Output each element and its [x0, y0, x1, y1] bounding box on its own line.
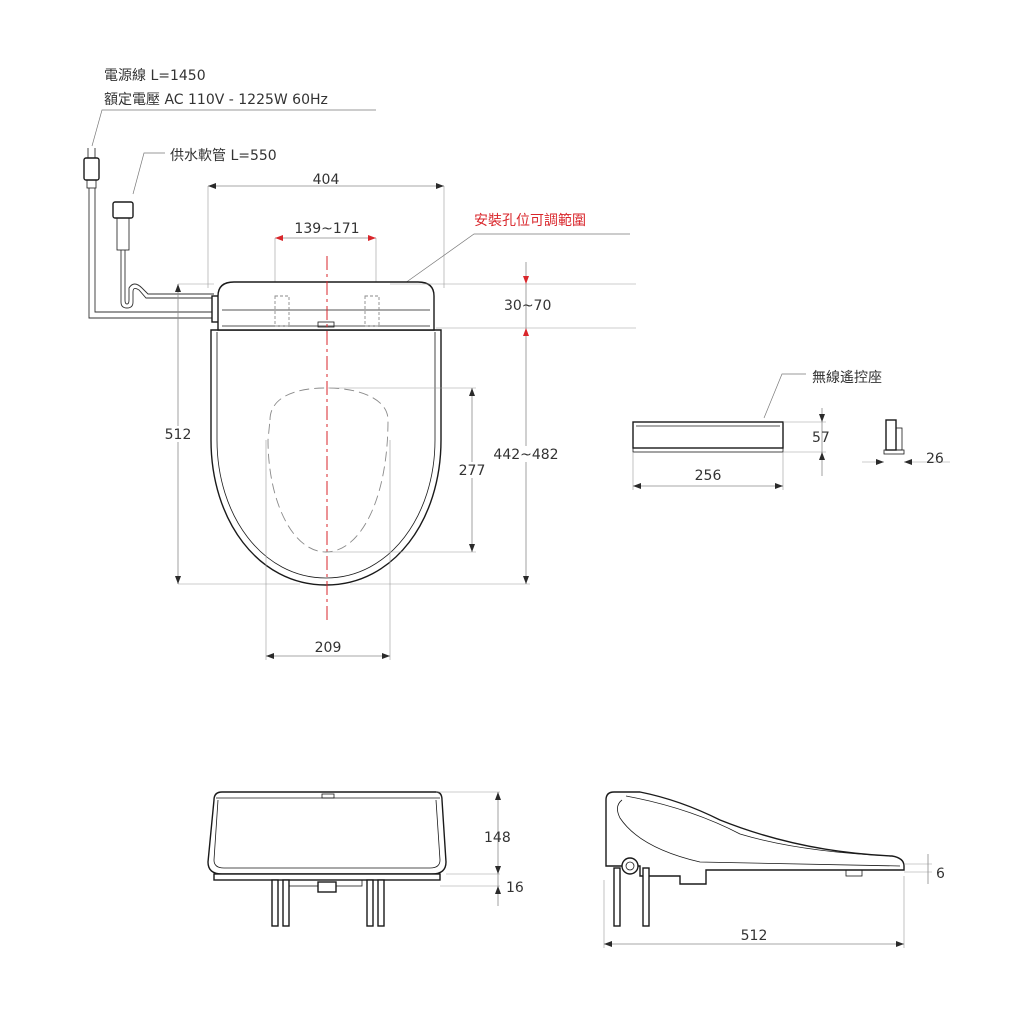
water-hose [120, 250, 214, 309]
remote-holder-leader [763, 373, 806, 419]
remote-holder-side [885, 419, 897, 451]
power-cord-leader [91, 109, 376, 147]
power-plug-icon [83, 148, 100, 189]
seat-outline [210, 329, 442, 586]
front-body [207, 791, 447, 875]
front-leg-1 [271, 879, 279, 927]
overall-length-value: 512 [165, 427, 192, 443]
power-cable [88, 188, 214, 319]
seat-opening-outline [267, 387, 389, 553]
remote-holder-label: 無線遙控座 [812, 370, 882, 386]
side-view: 6 512 [603, 791, 945, 948]
water-hose-label: 供水軟管 L=550 [170, 148, 277, 164]
front-leg-3 [366, 879, 374, 927]
top-width-value: 404 [313, 172, 340, 188]
front-view: 148 16 [207, 791, 524, 927]
hole-offset-value: 30~70 [504, 298, 551, 314]
opening-length-value: 277 [459, 463, 486, 479]
side-length-value: 512 [741, 928, 768, 944]
water-hose-callout: 供水軟管 L=550 [132, 148, 277, 195]
rear-unit [217, 281, 435, 331]
front-leg-4 [377, 879, 385, 927]
holder-depth-value: 26 [926, 451, 944, 467]
adjustable-mount-label: 安裝孔位可調範圍 [474, 212, 586, 229]
mount-slot-left [274, 295, 290, 327]
front-height-value: 148 [484, 830, 511, 846]
power-cord-label: 電源線 L=1450 [104, 68, 206, 84]
front-base-value: 16 [506, 880, 524, 896]
front-base [213, 873, 441, 881]
hole-spacing-value: 139~171 [294, 221, 359, 237]
top-view: 404 139~171 安裝孔位可調範圍 30~70 [160, 172, 636, 660]
side-leg-1 [613, 867, 621, 927]
front-leg-2 [282, 879, 290, 927]
holder-height-value: 57 [812, 430, 830, 446]
adjustable-mount-leader [383, 233, 630, 299]
water-hose-leader [132, 152, 165, 195]
side-knob [621, 857, 639, 875]
opening-width-value: 209 [315, 640, 342, 656]
remote-holder-view: 無線遙控座 57 256 26 [632, 370, 950, 490]
hose-connector-icon [112, 201, 134, 251]
seat-length-value: 442~482 [493, 447, 558, 463]
holder-width-value: 256 [695, 468, 722, 484]
rated-voltage-label: 額定電壓 AC 110V - 1225W 60Hz [104, 92, 328, 108]
power-cord-callout: 電源線 L=1450 額定電壓 AC 110V - 1225W 60Hz [91, 68, 376, 147]
side-thickness-value: 6 [936, 866, 945, 882]
mount-slot-right [364, 295, 380, 327]
side-leg-2 [642, 867, 650, 927]
